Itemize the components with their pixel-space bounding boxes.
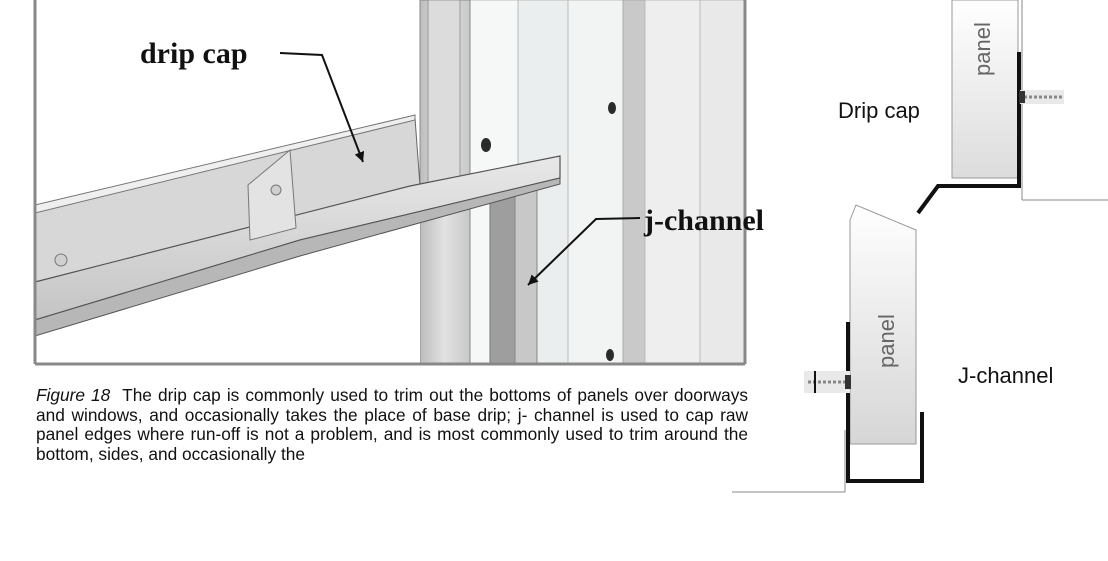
drip-cap-detail-label: Drip cap xyxy=(838,98,920,123)
j-channel-leader xyxy=(527,217,641,286)
panel-lower-label: panel xyxy=(874,314,899,368)
figure-caption: Figure 18 The drip cap is commonly used … xyxy=(36,385,748,464)
drip-cap-callout-label: drip cap xyxy=(140,37,248,70)
drip-cap-leader xyxy=(279,52,365,163)
drip-cap-detail-drawing xyxy=(916,0,1108,215)
perspective-drawing xyxy=(33,0,747,366)
j-channel-callout-label: j-channel xyxy=(644,204,764,237)
j-channel-detail-drawing xyxy=(732,204,924,493)
panel-upper-label: panel xyxy=(970,22,995,76)
j-channel-detail-label: J-channel xyxy=(958,363,1054,388)
figure-number: Figure 18 xyxy=(36,385,111,405)
caption-text: The drip cap is commonly used to trim ou… xyxy=(36,385,748,464)
